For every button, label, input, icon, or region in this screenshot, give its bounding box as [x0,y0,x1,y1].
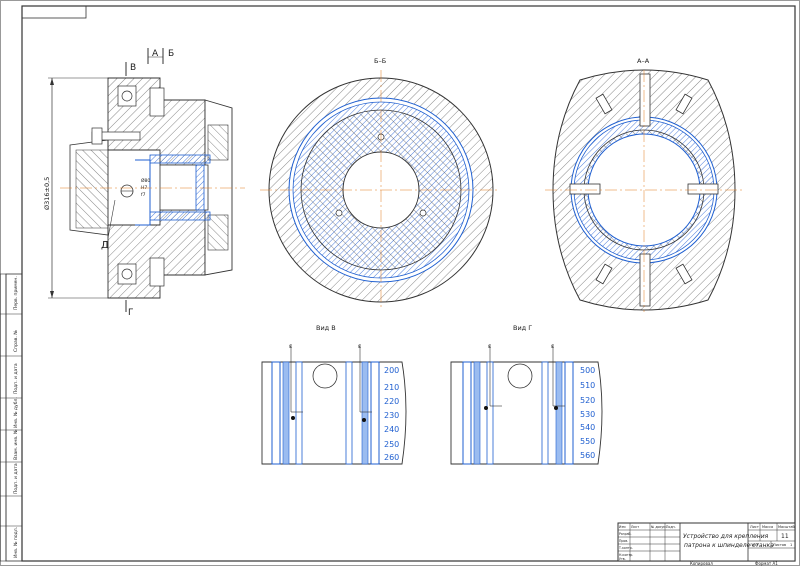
tb-nkontr: Н.контр. [619,553,633,557]
stamp-sprav: Справ. № [13,330,19,352]
tb-podp: Подп. [666,525,676,529]
section-bb-title: Б–Б [374,57,386,65]
scale-v-230: 230 [384,411,399,420]
cut-b-label: Б [168,49,174,59]
section-aa-title: А–А [637,57,650,65]
view-v-mark: В [130,63,136,73]
title-line-2: патрона к шпинделе станка [684,542,774,549]
tb-copied: Копировал [690,561,713,566]
scale-g-500: 500 [580,366,595,375]
scale-g-550: 550 [580,437,595,446]
stamp-dubl: Инв. № дубл. [13,397,19,428]
tb-sheets: Листов [773,543,786,547]
stamp-perv: Перв. примен. [13,276,19,310]
section-aa-view: А–А [545,57,745,312]
tb-sheet: Лист [750,543,759,547]
scale-v-220: 220 [384,397,399,406]
scale-v-210: 210 [384,383,399,392]
scale-g-520: 520 [580,396,595,405]
tb-scale-value: 11 [781,533,789,540]
tb-sheets-value: 1 [790,543,792,547]
tb-izm: Изм [619,525,626,529]
view-v-title: Вид В [316,324,336,332]
view-g-mark: Г [128,308,134,318]
marker-g-1: ε [488,343,491,350]
section-bb-view: Б–Б [260,57,500,310]
stamp-podp2: Подп. и дата [13,463,19,494]
corner-stamp [21,5,87,19]
scale-g-540: 540 [580,423,595,432]
view-g: Вид Г ε ε 500 510 520 530 540 550 560 [450,324,603,465]
tb-lit: Лист [750,525,759,529]
stamp-podl: Инв. № подл. [13,527,19,558]
scale-v-250: 250 [384,440,399,449]
stamp-podp1: Подп. и дата [13,363,19,394]
marker-v-1: ε [289,343,292,350]
tb-format: Формат А1 [755,561,778,566]
side-stamp-column: Перв. примен. Справ. № Подп. и дата Инв.… [0,273,23,562]
fit-line-3: f7 [141,192,146,198]
tb-razrab: Разраб. [619,532,632,536]
marker-g-2: ε [551,343,554,350]
tb-utv: Утв. [619,557,626,561]
cut-a-label: А [152,49,159,59]
tb-scale: Масштаб [778,525,795,529]
tb-tkontr: Т.контр. [618,546,633,550]
diameter-dimension: Ø316±0,5 [43,177,51,210]
view-v: Вид В ε ε 200 210 220 230 240 250 260 [261,324,407,465]
scale-v-260: 260 [384,453,399,462]
tb-mass: Масса [762,525,773,529]
scale-v-240: 240 [384,425,399,434]
marker-v-2: ε [358,343,361,350]
title-line-1: Устройство для крепления [683,533,769,540]
fit-line-1: Ø80 [141,177,150,184]
tb-dokum: № докум. [651,525,667,529]
tb-list: Лист [631,525,639,529]
tb-prov: Пров. [619,539,628,543]
scale-g-530: 530 [580,410,595,419]
title-block: Изм Лист № докум. Подп. Разраб. Пров. Т.… [617,522,796,566]
scale-g-510: 510 [580,381,595,390]
scale-v-200: 200 [384,366,399,375]
scale-g-560: 560 [580,451,595,460]
stamp-vzam: Взам. инв. № [13,429,19,460]
view-g-title: Вид Г [513,324,532,332]
detail-d-label: Д [101,240,109,251]
main-section-view: Ø316±0,5 Д Ø80 H7 [43,48,245,318]
